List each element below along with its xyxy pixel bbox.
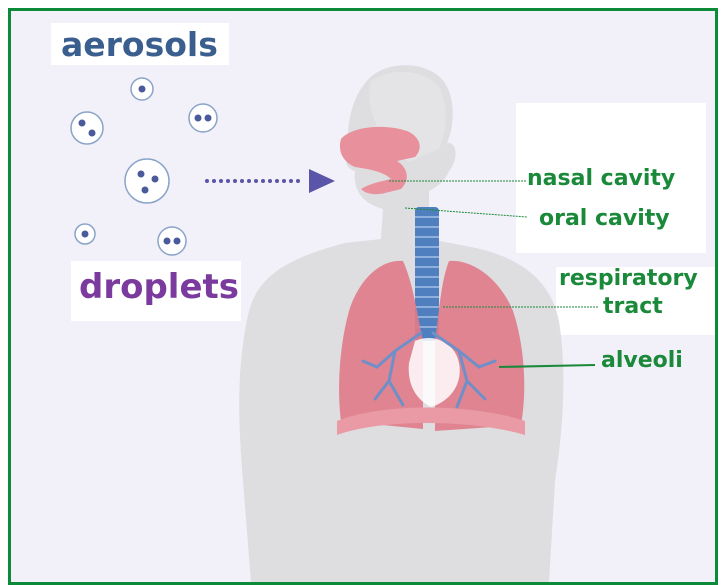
alveoli-label: alveoli (601, 348, 683, 373)
respiratory-tract-label-line1: respiratory (559, 266, 698, 291)
nasal-cavity-label: nasal cavity (527, 166, 675, 191)
diagram-frame: aerosols droplets nasal cavity oral cavi… (8, 8, 718, 585)
droplets-label: droplets (79, 267, 239, 307)
respiratory-tract-label-line2: tract (603, 294, 663, 319)
aerosols-label: aerosols (61, 25, 218, 64)
inhalation-arrow (205, 169, 335, 193)
oral-cavity-label: oral cavity (539, 206, 670, 231)
particles (71, 78, 217, 255)
